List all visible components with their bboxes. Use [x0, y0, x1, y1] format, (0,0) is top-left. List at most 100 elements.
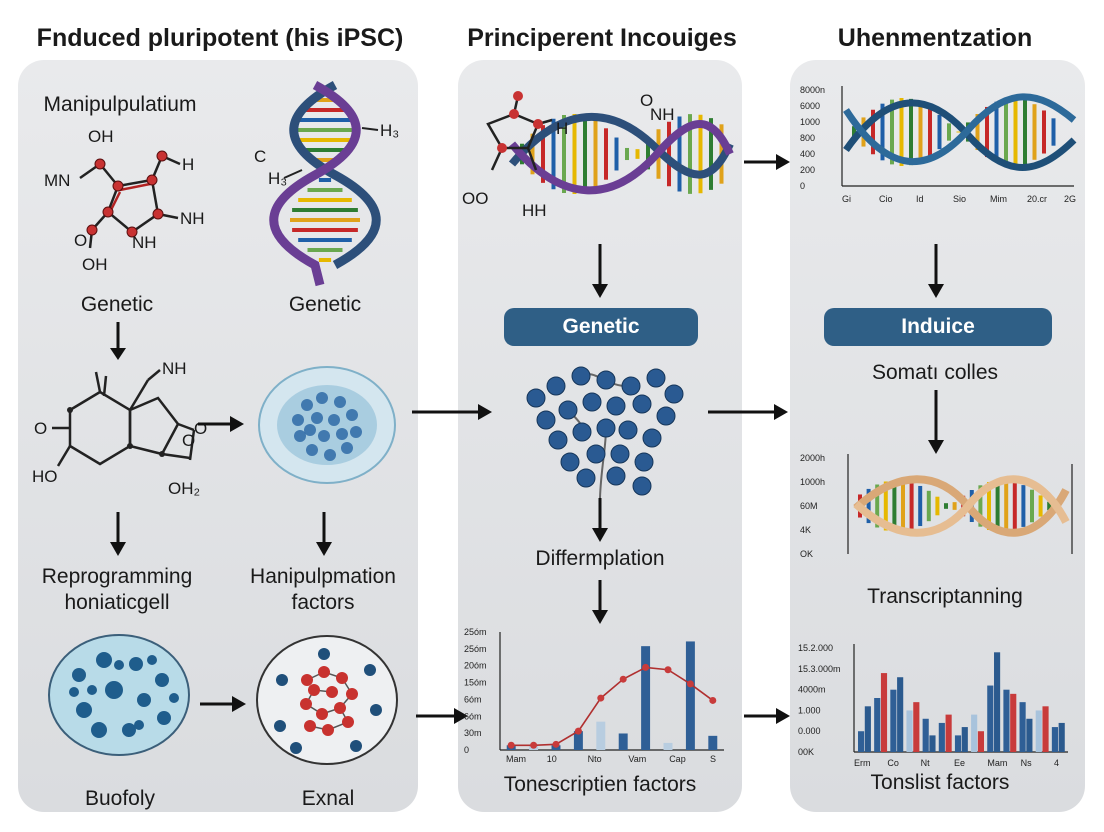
- nucleus-granule: [350, 426, 362, 438]
- transcriptanning-label: Transcriptanning: [867, 585, 1023, 608]
- organelle: [134, 720, 144, 730]
- dna-strand: [843, 93, 1077, 165]
- arrow-down-icon: [316, 512, 332, 556]
- mol3-atom: HO: [32, 467, 58, 486]
- y-tick-label: 0: [464, 745, 469, 755]
- x-tick-label: Ee: [954, 758, 965, 768]
- y-tick-label: 8000n: [800, 85, 825, 95]
- bar: [596, 721, 606, 750]
- nucleus-granule: [294, 430, 306, 442]
- y-tick-label: 1000: [800, 117, 820, 127]
- y-tick-label: OK: [800, 549, 813, 559]
- mol1-atom: OH: [88, 127, 114, 146]
- bar: [858, 731, 865, 752]
- bar: [977, 731, 984, 752]
- organelle: [87, 685, 97, 695]
- bar: [906, 710, 913, 752]
- line-point: [664, 666, 672, 674]
- molecule-1: OH MN H NH NH O OH: [44, 127, 205, 274]
- bar: [890, 689, 897, 752]
- blue-bead: [370, 704, 382, 716]
- organelle: [129, 657, 143, 671]
- bar: [1042, 706, 1049, 752]
- mol3-atom: NH: [162, 359, 187, 378]
- mol1-atom: OH: [82, 255, 108, 274]
- red-bead: [342, 716, 354, 728]
- arrow-down-icon: [928, 390, 944, 454]
- x-tick-label: Cap: [669, 754, 686, 764]
- y-tick-label: 15.3.000m: [798, 664, 841, 674]
- protein-bead: [560, 452, 580, 472]
- mol1-atom: H: [182, 155, 194, 174]
- line-point: [709, 696, 717, 704]
- mol4-atom: NH: [650, 105, 675, 124]
- y-tick-label: 25óm: [464, 644, 487, 654]
- bar: [1035, 710, 1042, 752]
- bar: [685, 641, 695, 750]
- x-tick-label: S: [710, 754, 716, 764]
- red-bead: [334, 702, 346, 714]
- arrow-down-icon: [592, 244, 608, 298]
- mol4-atom: HH: [522, 201, 547, 220]
- bar: [929, 735, 936, 752]
- bottom-right-label: Exnal: [301, 787, 355, 810]
- y-tick-label: 30m: [464, 728, 482, 738]
- column-title-differentiation: Uhenmentzation: [837, 24, 1033, 52]
- bar: [922, 718, 929, 752]
- transcription-factors-label: Tonescriptien factors: [503, 773, 697, 796]
- bar: [1019, 702, 1026, 752]
- bar: [1003, 689, 1010, 752]
- bar: [663, 742, 673, 750]
- somatic-cells-label: Somatı colles: [871, 361, 999, 384]
- red-bead: [336, 672, 348, 684]
- somatic-cell-illustration: [48, 634, 190, 756]
- protein-bead: [606, 466, 626, 486]
- y-tick-label: 4000m: [798, 685, 826, 695]
- red-bead: [346, 688, 358, 700]
- bar: [897, 677, 904, 752]
- x-tick-label: Erm: [854, 758, 871, 768]
- x-tick-label: Mam: [506, 754, 526, 764]
- protein-bead: [621, 376, 641, 396]
- nucleus-granule: [301, 399, 313, 411]
- bar: [573, 731, 583, 750]
- protein-bead: [596, 418, 616, 438]
- arrow-right-icon: [198, 416, 244, 432]
- arrow-right-icon: [200, 696, 246, 712]
- induce-pill: Induice: [824, 308, 1052, 346]
- arrow-down-icon: [110, 322, 126, 360]
- nucleus-granule: [292, 414, 304, 426]
- protein-bead: [610, 444, 630, 464]
- protein-bead: [571, 366, 591, 386]
- bar: [880, 673, 888, 752]
- x-tick-label: 20.cr: [1027, 194, 1047, 204]
- y-tick-label: 0: [800, 181, 805, 191]
- mol2-atom: H₃: [380, 121, 399, 140]
- nucleus-granule: [334, 396, 346, 408]
- reprogramming-label-line2: honiaticgell: [64, 591, 170, 614]
- y-tick-label: 400: [800, 149, 815, 159]
- protein-bead: [582, 392, 602, 412]
- tonslist-factors-label: Tonslist factors: [870, 771, 1010, 794]
- genetic-label-left: Genetic: [80, 293, 154, 316]
- line-point: [686, 680, 694, 688]
- blue-bead: [276, 674, 288, 686]
- nucleus-granule: [341, 442, 353, 454]
- trend-line: [511, 666, 714, 747]
- arrow-right-icon: [708, 404, 788, 420]
- y-tick-label: 25óm: [464, 627, 487, 637]
- organelle: [69, 687, 79, 697]
- nucleus-granule: [311, 412, 323, 424]
- dna-strand: [853, 475, 1070, 537]
- x-tick-label: Mim: [990, 194, 1007, 204]
- protein-bead: [548, 430, 568, 450]
- dna-helix-horizontal: O NH H OO HH: [462, 91, 734, 220]
- y-tick-label: 2000h: [800, 453, 825, 463]
- line-point: [642, 663, 650, 671]
- nucleus-granule: [318, 430, 330, 442]
- organelle: [91, 722, 107, 738]
